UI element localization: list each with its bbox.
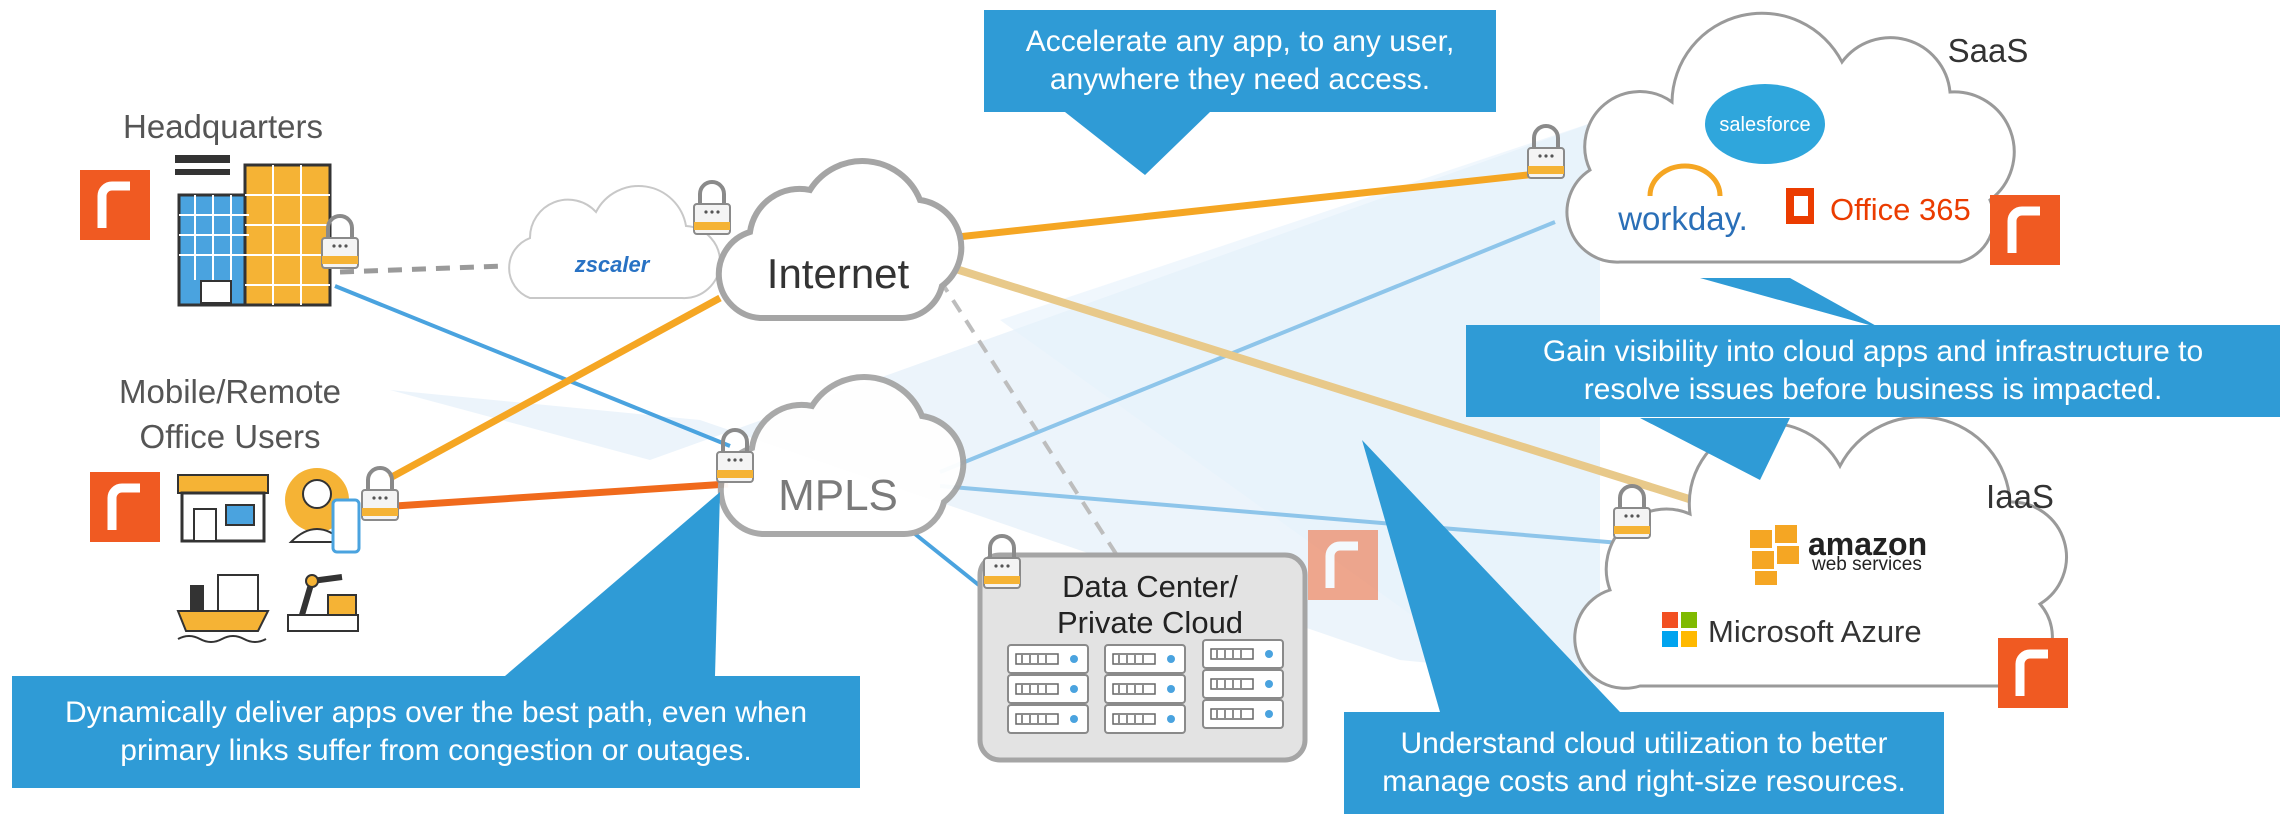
microsoft-logo-icon [1662, 612, 1697, 647]
server-icon [1104, 644, 1186, 674]
lock-icon [320, 214, 360, 270]
iaas-cloud: IaaS amazon web services Microsoft Azure [1573, 415, 2068, 690]
callout-visibility-line1: Gain visibility into cloud apps and infr… [1542, 335, 2204, 368]
mobile-label-line2: Office Users [140, 418, 321, 455]
zscaler-cloud: zscaler [508, 185, 722, 300]
link-mpls-iaas [939, 484, 1621, 545]
callout-utilization-line2: manage costs and right-size resources. [1382, 765, 1906, 798]
server-icon [1104, 674, 1186, 704]
link-internet-iaas [938, 260, 1707, 508]
server-icon [1007, 644, 1089, 674]
mpls-cloud: MPLS [717, 374, 967, 537]
internet-cloud: Internet [715, 158, 965, 321]
server-icon [1202, 669, 1284, 699]
headquarters-label: Headquarters [123, 108, 323, 145]
server-icon [1202, 639, 1284, 669]
saas-cloud: SaaS salesforce workday. Office 365 [1565, 11, 2029, 264]
callout-pointer-utilization [1362, 440, 1620, 712]
salesforce-label: salesforce [1719, 114, 1810, 136]
amazon-label: amazon [1808, 526, 1927, 562]
azure-label: Microsoft Azure [1708, 614, 1922, 649]
callout-pointer-visibility-lower [1640, 418, 1790, 480]
mobile-label-line1: Mobile/Remote [119, 373, 341, 410]
callout-dynamic-line2: primary links suffer from congestion or … [120, 734, 752, 767]
lock-icon [1526, 124, 1566, 180]
lock-icon [715, 428, 755, 484]
riverbed-logo-icon [80, 170, 150, 240]
callout-pointer-dynamic [505, 492, 720, 676]
server-icon [1104, 704, 1186, 734]
lock-icon [692, 180, 732, 236]
server-icon [1007, 674, 1089, 704]
callout-utilization: Understand cloud utilization to better ma… [1344, 712, 1944, 814]
callout-visibility-line2: resolve issues before business is impact… [1583, 373, 2163, 406]
callout-utilization-line1: Understand cloud utilization to better [1400, 727, 1888, 760]
riverbed-logo-icon [1990, 195, 2060, 265]
store-icon [177, 474, 269, 543]
saas-label: SaaS [1948, 32, 2029, 69]
lock-icon [360, 466, 400, 522]
lock-icon [1612, 484, 1652, 540]
zscaler-logo: zscaler [574, 252, 651, 277]
link-hq-mpls [334, 284, 731, 448]
mpls-label: MPLS [778, 471, 898, 520]
datacenter-label-line1: Data Center/ [1062, 569, 1238, 604]
callout-pointer-accelerate [1065, 112, 1210, 175]
phone-icon [331, 498, 361, 554]
workday-arc [1647, 163, 1723, 197]
link-mpls-saas [939, 220, 1556, 474]
link-internet-datacenter [938, 278, 1122, 562]
link-mpls-datacenter [913, 532, 987, 592]
link-hq-zscaler [339, 263, 506, 275]
callout-visibility: Gain visibility into cloud apps and infr… [1466, 325, 2280, 417]
link-mobile-mpls [394, 480, 729, 510]
datacenter-panel: Data Center/ Private Cloud [977, 552, 1308, 763]
server-icon [1202, 699, 1284, 729]
link-internet-saas [929, 168, 1556, 244]
riverbed-logo-icon [1998, 638, 2068, 708]
building-icon [175, 155, 332, 307]
callout-accelerate: Accelerate any app, to any user, anywhere… [984, 10, 1496, 112]
datacenter-label-line2: Private Cloud [1057, 605, 1243, 640]
workday-logo: workday. [1617, 200, 1748, 237]
riverbed-logo-icon [90, 472, 160, 542]
salesforce-logo [1705, 84, 1825, 164]
server-icon [1007, 704, 1089, 734]
robot-arm-icon [287, 574, 359, 632]
ship-icon [176, 574, 270, 643]
callout-accelerate-line2: anywhere they need access. [1049, 63, 1431, 96]
lock-icon [982, 534, 1022, 590]
callout-dynamic: Dynamically deliver apps over the best p… [12, 676, 860, 788]
riverbed-logo-icon [1308, 530, 1378, 600]
callout-accelerate-line1: Accelerate any app, to any user, [1025, 25, 1455, 58]
callout-pointer-visibility [1700, 278, 1880, 328]
internet-label: Internet [767, 250, 910, 297]
office365-label: Office 365 [1830, 192, 1971, 227]
link-mobile-internet [388, 294, 722, 482]
callout-dynamic-line1: Dynamically deliver apps over the best p… [64, 696, 808, 729]
amazon-boxes-icon [1750, 525, 1799, 585]
amazon-sub-label: web services [1811, 554, 1922, 575]
iaas-label: IaaS [1986, 478, 2054, 515]
